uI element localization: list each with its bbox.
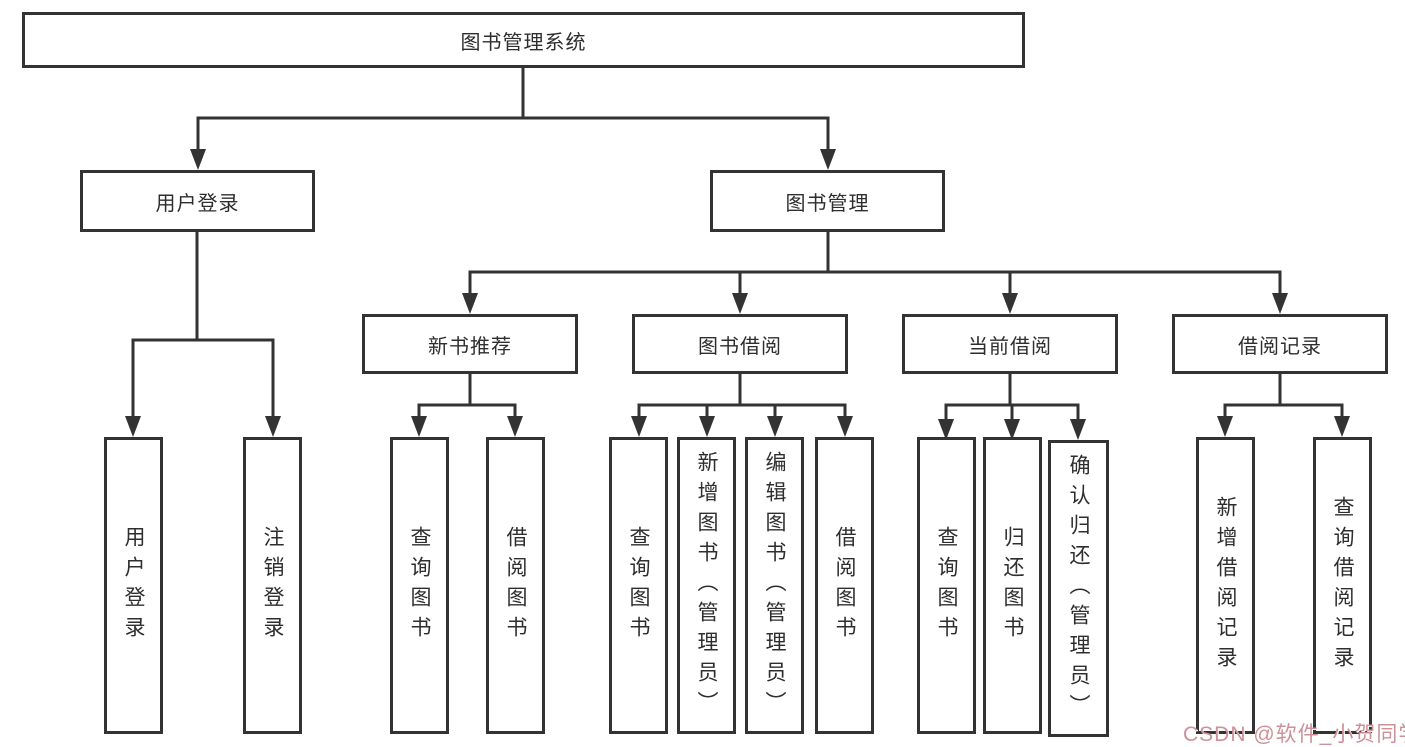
leaf-current-return-book-label: 归还图书 (1001, 525, 1024, 646)
node-current-borrow: 当前借阅 (902, 314, 1118, 374)
leaf-user-login: 用户登录 (104, 437, 163, 734)
leaf-current-return-book: 归还图书 (983, 437, 1042, 734)
node-new-book-recommend-label: 新书推荐 (428, 335, 512, 358)
leaf-records-query-record-label: 查询借阅记录 (1331, 495, 1354, 676)
leaf-borrow-query-book-label: 查询图书 (627, 525, 650, 646)
leaf-current-query-book-label: 查询图书 (935, 525, 958, 646)
leaf-current-confirm-return-admin-label: 确认归还（管理员） (1067, 453, 1090, 724)
leaf-borrow-borrow-book: 借阅图书 (815, 437, 874, 734)
node-current-borrow-label: 当前借阅 (968, 335, 1052, 358)
leaf-borrow-edit-book-admin: 编辑图书（管理员） (745, 437, 804, 734)
node-root-label: 图书管理系统 (460, 31, 587, 54)
leaf-current-query-book: 查询图书 (917, 437, 976, 734)
csdn-watermark: CSDN @软件_小贺同学 (1183, 723, 1405, 746)
node-borrow-records-label: 借阅记录 (1238, 335, 1322, 358)
leaf-user-login-label: 用户登录 (122, 525, 145, 646)
leaf-records-add-record: 新增借阅记录 (1196, 437, 1255, 734)
leaf-records-query-record: 查询借阅记录 (1313, 437, 1372, 734)
node-root: 图书管理系统 (22, 12, 1025, 68)
node-book-management-label: 图书管理 (785, 192, 870, 215)
node-book-borrow: 图书借阅 (632, 314, 848, 374)
leaf-logout-label: 注销登录 (261, 525, 284, 646)
node-book-borrow-label: 图书借阅 (698, 335, 782, 358)
leaf-borrow-add-book-admin-label: 新增图书（管理员） (695, 450, 718, 721)
leaf-borrow-borrow-book-label: 借阅图书 (833, 525, 856, 646)
leaf-recommend-borrow-book: 借阅图书 (486, 437, 545, 734)
leaf-recommend-query-book: 查询图书 (390, 437, 449, 734)
node-new-book-recommend: 新书推荐 (362, 314, 578, 374)
leaf-borrow-add-book-admin: 新增图书（管理员） (677, 437, 736, 734)
leaf-borrow-query-book: 查询图书 (609, 437, 668, 734)
leaf-logout: 注销登录 (243, 437, 302, 734)
node-user-login-label: 用户登录 (155, 192, 240, 215)
node-user-login: 用户登录 (80, 170, 315, 232)
node-book-management: 图书管理 (710, 170, 945, 232)
leaf-current-confirm-return-admin: 确认归还（管理员） (1048, 440, 1109, 737)
leaf-recommend-borrow-book-label: 借阅图书 (504, 525, 527, 646)
node-borrow-records: 借阅记录 (1172, 314, 1388, 374)
leaf-borrow-edit-book-admin-label: 编辑图书（管理员） (763, 450, 786, 721)
leaf-records-add-record-label: 新增借阅记录 (1214, 495, 1237, 676)
leaf-recommend-query-book-label: 查询图书 (408, 525, 431, 646)
